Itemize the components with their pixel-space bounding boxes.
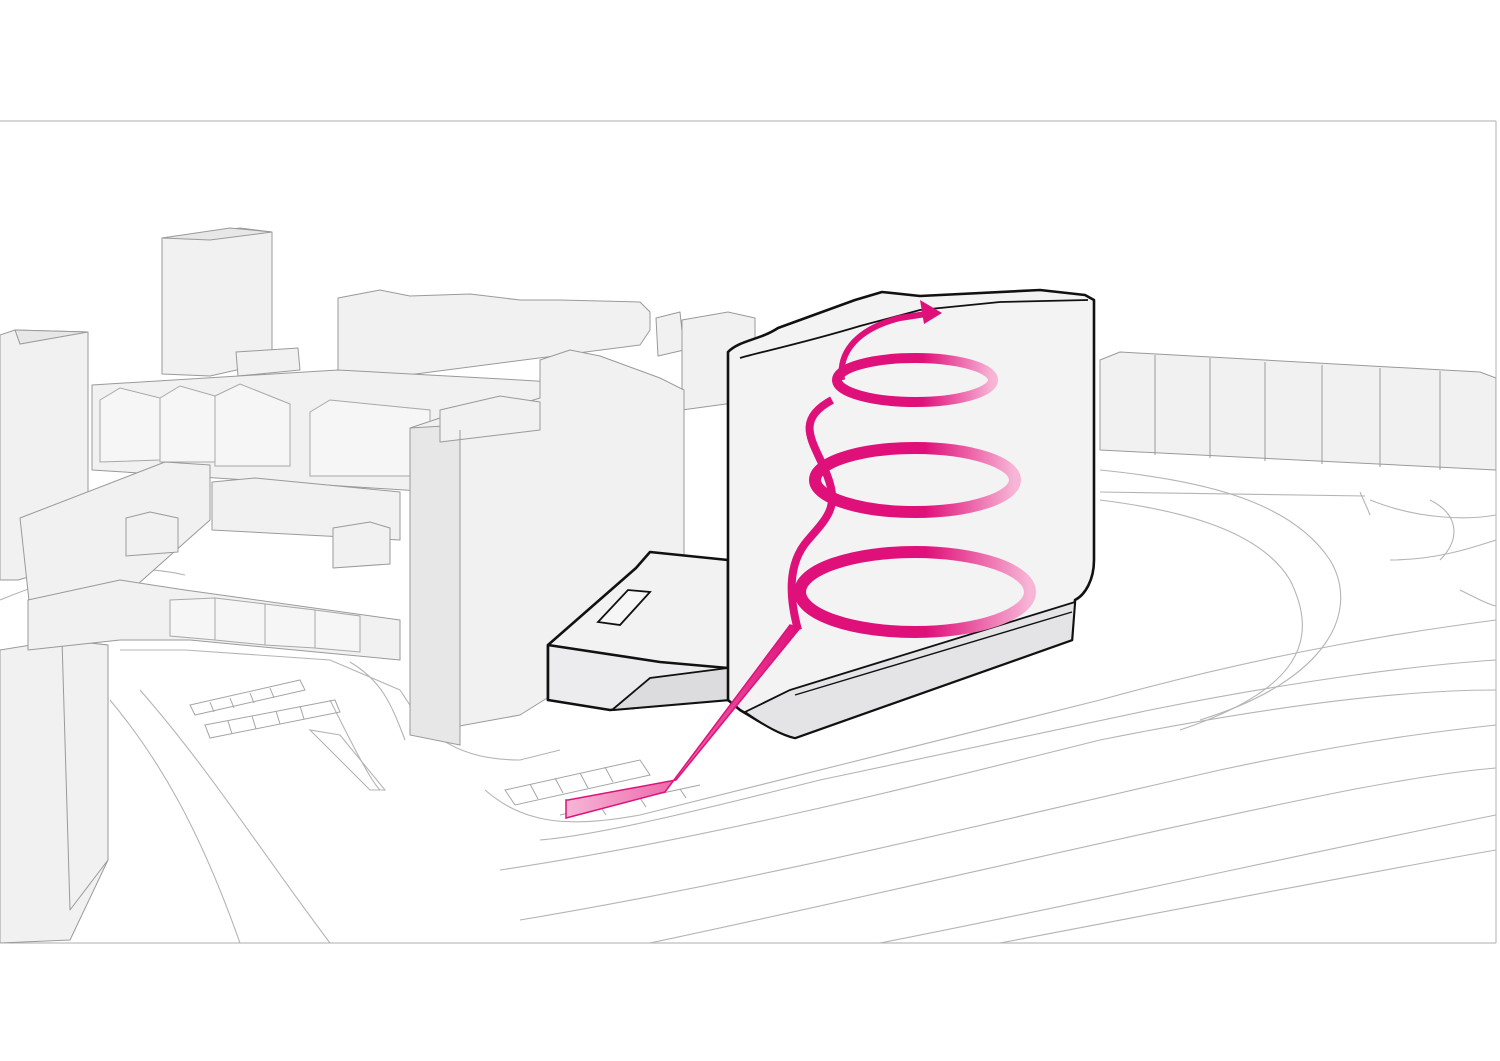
project-podium [546, 550, 730, 712]
road-network [0, 469, 1496, 943]
spiral-ribbon-path [565, 300, 1036, 819]
spiral-loop-top [832, 353, 998, 407]
spiral-loop-middle [809, 442, 1021, 518]
spiral-top-rise [838, 311, 927, 381]
parking-left [189, 679, 341, 739]
spiral-connector [787, 396, 837, 632]
arrow-head-icon [920, 300, 942, 324]
spiral-loop-bottom [794, 546, 1036, 638]
context-buildings [0, 227, 1496, 943]
